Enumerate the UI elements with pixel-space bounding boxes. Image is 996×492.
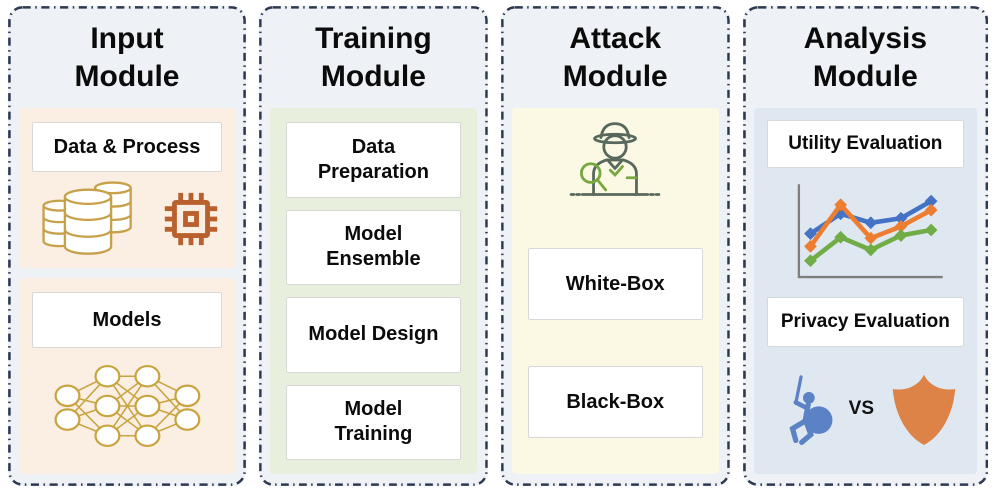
step-box-model-ensemble: Model Ensemble xyxy=(286,209,461,285)
module-title-input: Input Module xyxy=(74,22,180,94)
step-box-data-preparation: Data Preparation xyxy=(286,122,461,198)
utility-evaluation-label: Utility Evaluation xyxy=(788,133,943,154)
spy-wrap xyxy=(528,118,703,204)
step-label: Model Ensemble xyxy=(326,223,421,271)
module-analysis: Analysis Module Utility Evaluation Priva… xyxy=(742,6,989,486)
step-label: Data Preparation xyxy=(317,135,429,183)
module-input: Input Module Data & Process xyxy=(8,6,246,486)
utility-evaluation-box: Utility Evaluation xyxy=(766,120,965,168)
data-process-label: Data & Process xyxy=(53,135,201,158)
line-chart-icon xyxy=(798,184,944,279)
step-label: Model Training xyxy=(334,398,413,446)
module-title-analysis: Analysis Module xyxy=(803,22,928,94)
attack-box-black-box: Black-Box xyxy=(527,366,703,438)
attacker-icon xyxy=(789,374,833,445)
shield-icon xyxy=(892,374,956,445)
step-box-model-training: Model Training xyxy=(286,384,461,460)
module-training: Training Module Data Preparation Model E… xyxy=(259,6,488,486)
panel-data-process: Data & Process xyxy=(19,108,235,268)
step-box-model-design: Model Design xyxy=(286,297,461,373)
chip-icon xyxy=(164,192,218,246)
privacy-evaluation-box: Privacy Evaluation xyxy=(766,297,965,347)
module-title-attack: Attack Module xyxy=(562,22,668,94)
module-title-training: Training Module xyxy=(315,22,432,94)
panel-training-steps: Data Preparation Model Ensemble Model De… xyxy=(270,108,477,474)
spy-icon xyxy=(569,122,661,196)
attacker-vs-defender-row: VS xyxy=(767,353,964,464)
panel-analysis-evaluations: Utility Evaluation Privacy Evaluation xyxy=(753,108,978,474)
models-label: Models xyxy=(92,308,162,331)
attack-type-label: Black-Box xyxy=(566,390,665,413)
database-icon xyxy=(42,181,132,255)
neural-network-icon xyxy=(54,364,201,448)
module-attack: Attack Module xyxy=(500,6,730,486)
panel-models: Models xyxy=(19,278,235,474)
neural-network-wrap xyxy=(32,348,222,464)
privacy-evaluation-label: Privacy Evaluation xyxy=(780,311,950,332)
chart-wrap xyxy=(767,175,964,291)
data-process-box: Data & Process xyxy=(32,122,222,172)
input-icon-row xyxy=(32,178,222,260)
attack-box-white-box: White-Box xyxy=(527,248,703,320)
step-label: Model Design xyxy=(308,323,439,346)
panel-attack-types: White-Box Black-Box xyxy=(511,108,719,474)
vs-label: VS xyxy=(848,397,875,419)
models-box: Models xyxy=(32,292,222,348)
attack-type-label: White-Box xyxy=(565,272,665,295)
